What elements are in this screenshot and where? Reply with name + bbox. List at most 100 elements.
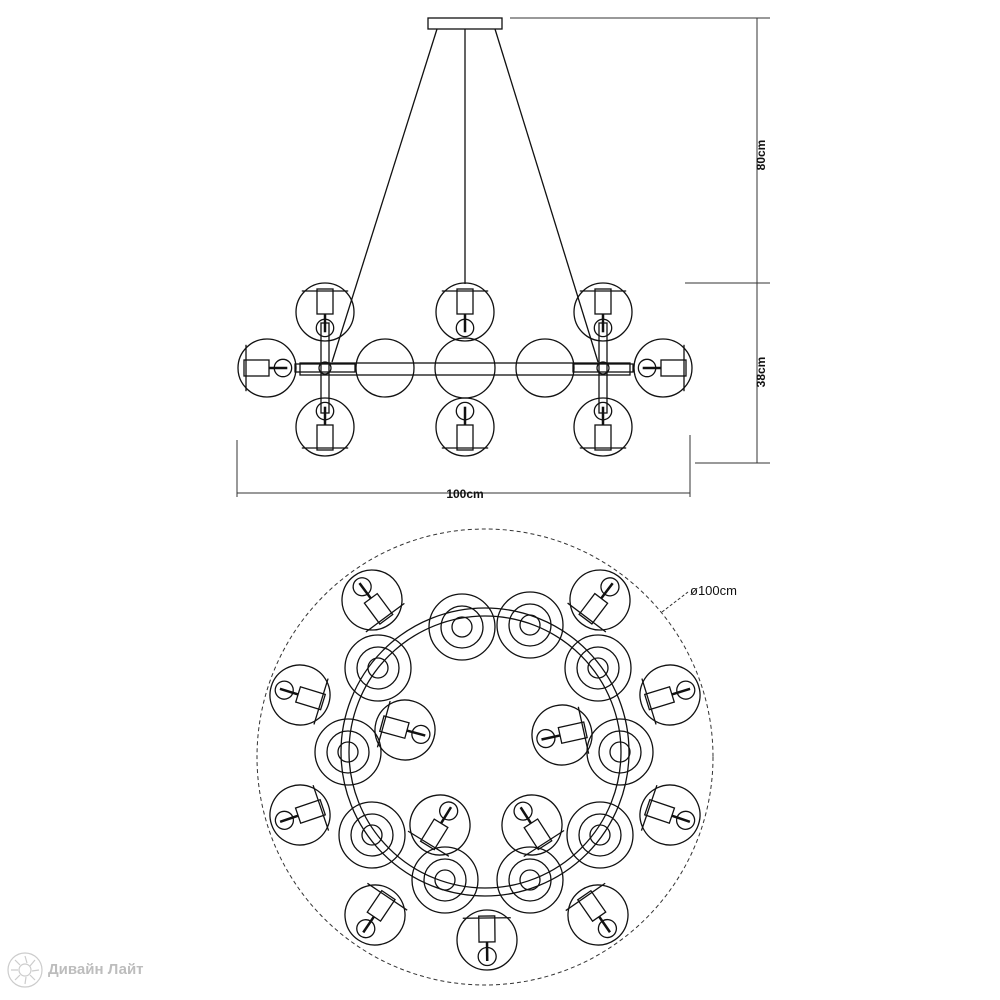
globe-outline	[409, 794, 471, 856]
socket	[456, 424, 474, 451]
globe-outline	[341, 569, 403, 631]
globe-outline	[269, 784, 331, 846]
socket	[419, 818, 449, 851]
globe-outline	[639, 664, 701, 726]
globe-outline	[269, 664, 331, 726]
glass-globe	[639, 784, 701, 846]
socket	[594, 424, 612, 451]
socket-rim	[365, 602, 405, 633]
globe-outline	[531, 704, 593, 766]
globe-outline	[573, 282, 633, 342]
socket	[643, 685, 676, 711]
globe-outline	[567, 884, 629, 946]
front-view: 80cm 38cm 100cm	[236, 17, 770, 501]
socket	[366, 889, 396, 923]
glass-globe	[237, 338, 297, 398]
ceiling-canopy	[427, 17, 503, 30]
socket-rim	[640, 784, 658, 831]
socket-rim	[577, 706, 590, 754]
globe-outline	[501, 794, 563, 856]
glass-globe	[435, 282, 495, 342]
globe-outline	[344, 884, 406, 946]
hub-arm-horizontal	[572, 363, 634, 373]
glass-globe	[456, 909, 518, 971]
disc-center	[367, 657, 389, 679]
disc-center	[519, 614, 541, 636]
bulb-filament	[439, 806, 453, 824]
disc-middle	[326, 730, 370, 774]
socket-rim	[567, 602, 607, 633]
glass-globe	[407, 794, 471, 857]
socket-rim	[523, 829, 565, 858]
globe-outline	[295, 397, 355, 457]
disc-center	[587, 657, 609, 679]
socket	[294, 798, 327, 825]
socket-rim	[376, 700, 391, 748]
disc-middle	[440, 605, 484, 649]
socket	[643, 798, 676, 825]
bulb-filament	[406, 729, 426, 737]
bulb-filament	[279, 687, 299, 696]
socket	[456, 288, 474, 315]
socket	[660, 359, 687, 377]
disc-center	[361, 824, 383, 846]
glass-globe	[531, 704, 593, 766]
suspension-cable-right	[494, 28, 599, 363]
globe-outline	[295, 282, 355, 342]
disc-outer	[496, 846, 564, 914]
glass-globe	[269, 784, 331, 846]
bulb-filament	[600, 582, 614, 600]
disc-middle	[350, 813, 394, 857]
globe-outline	[374, 699, 436, 761]
horizontal-bar	[299, 362, 631, 376]
disc-outer	[564, 634, 632, 702]
disc-center	[519, 869, 541, 891]
hub-joint	[596, 361, 610, 375]
socket	[576, 889, 607, 923]
socket-rim	[565, 882, 606, 912]
disc-center	[337, 741, 359, 763]
glass-globe	[633, 338, 693, 398]
bulb-filament	[598, 915, 611, 933]
disc-middle	[576, 646, 620, 690]
bulb-filament	[671, 814, 691, 823]
disc-middle	[356, 646, 400, 690]
disc-center	[589, 824, 611, 846]
top-view: ø100cm	[256, 528, 737, 986]
glass-globe	[341, 569, 405, 633]
glass-globe	[501, 794, 565, 858]
socket-rim	[462, 917, 511, 919]
ring-outer	[340, 607, 630, 897]
globe-outline	[237, 338, 297, 398]
disc-center	[451, 616, 473, 638]
globe-outline	[633, 338, 693, 398]
socket	[478, 915, 496, 943]
glass-globe	[295, 282, 355, 342]
logo-text: Дивайн Лайт	[48, 961, 144, 978]
diameter-leader	[661, 591, 689, 613]
glass-globe	[344, 882, 408, 946]
disc-center	[609, 741, 631, 763]
globe-outline	[456, 909, 518, 971]
glass-globe	[435, 397, 495, 457]
logo-icon	[7, 952, 43, 988]
socket	[316, 288, 334, 315]
disc-middle	[508, 858, 552, 902]
glass-globe	[295, 397, 355, 457]
ring-inner	[348, 615, 622, 889]
bulb-filament	[541, 734, 561, 741]
socket	[594, 288, 612, 315]
suspension-cable-left	[331, 28, 438, 363]
bulb-filament	[362, 915, 375, 934]
socket-rim	[312, 784, 330, 831]
rear-globe	[515, 338, 575, 398]
socket	[243, 359, 270, 377]
socket-rim	[641, 678, 657, 725]
disc-center	[434, 869, 456, 891]
disc-middle	[598, 730, 642, 774]
glass-globe	[573, 282, 633, 342]
glass-globe	[374, 699, 436, 761]
glass-globe	[573, 397, 633, 457]
disc-outer	[428, 593, 496, 661]
